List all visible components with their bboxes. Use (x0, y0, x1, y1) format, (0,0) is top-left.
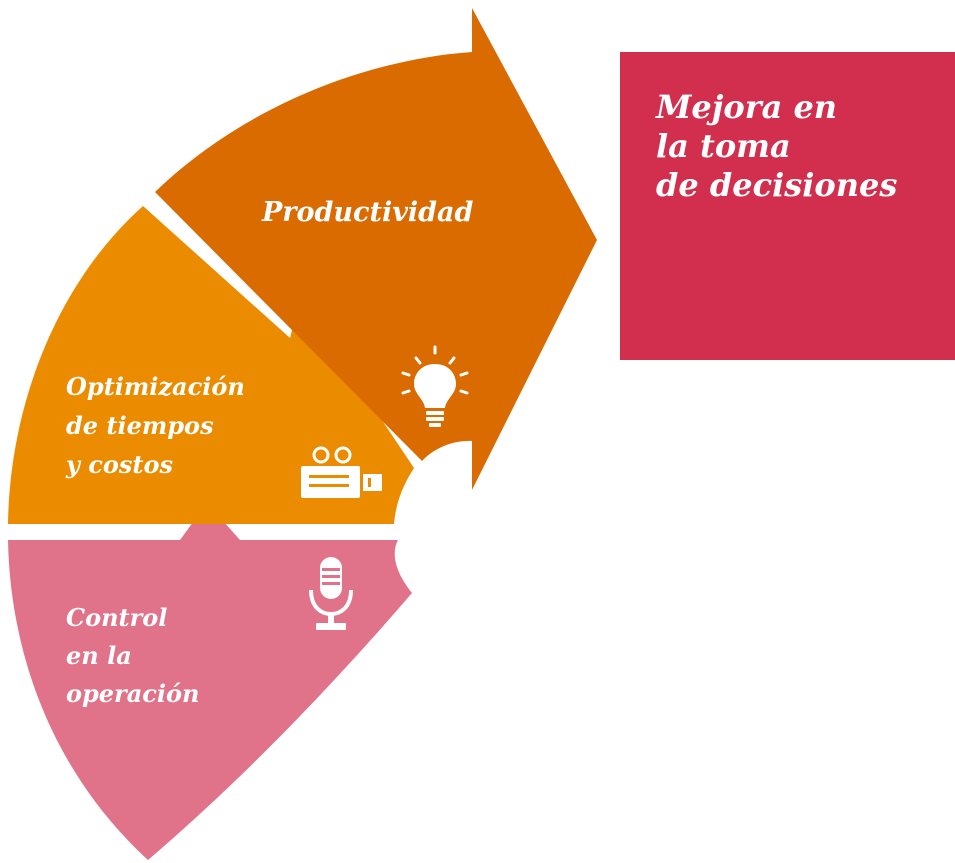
lightbulb-icon (401, 345, 469, 427)
segment-label-optimizacion: Optimización de tiempos y costos (66, 367, 245, 484)
segment-optimizacion (8, 206, 414, 524)
label-line: operación (66, 679, 200, 708)
segment-productividad (155, 8, 597, 490)
label-line: de tiempos (66, 411, 214, 440)
label-line: y costos (66, 450, 174, 479)
callout-line: Mejora en (656, 88, 838, 126)
segment-label-control: Control en la operación (66, 599, 199, 713)
video-camera-icon (301, 446, 382, 498)
callout-line: de decisiones (656, 166, 898, 204)
microphone-icon (309, 557, 353, 630)
label-line: Productividad (262, 197, 474, 228)
callout-label: Mejora en la toma de decisiones (656, 88, 897, 205)
label-line: Control (66, 603, 168, 632)
label-line: Optimización (66, 372, 245, 401)
segment-label-productividad: Productividad (262, 196, 473, 230)
callout-box (620, 52, 955, 360)
label-line: en la (66, 641, 132, 670)
callout-line: la toma (656, 127, 791, 165)
